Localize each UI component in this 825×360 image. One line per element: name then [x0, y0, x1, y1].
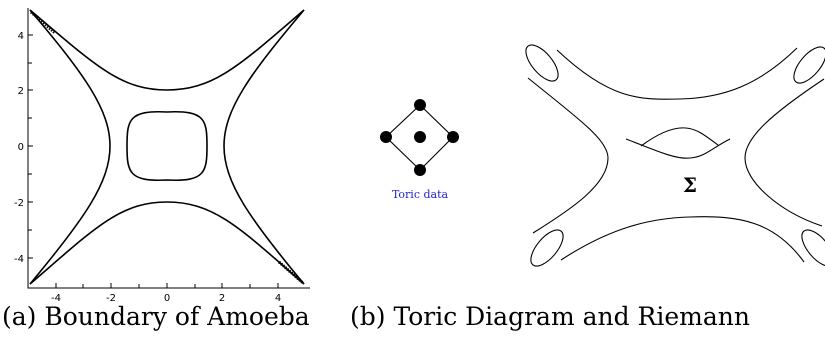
toric-vertex — [414, 164, 426, 176]
surface-hole-inner — [640, 127, 719, 147]
tube-end-bottom-left — [530, 229, 564, 267]
x-tick-label: -4 — [51, 293, 61, 304]
surface-top-contour — [556, 47, 798, 100]
y-axis-ticks — [28, 34, 33, 259]
x-axis-ticks — [55, 283, 279, 288]
surface-left-contour — [527, 77, 609, 234]
toric-diagram: Toric data — [380, 99, 459, 201]
y-tick-label: 0 — [18, 142, 24, 153]
tube-end-top-right — [793, 46, 825, 84]
toric-vertex — [414, 99, 426, 111]
y-tick-label: 4 — [18, 31, 24, 42]
caption-b: (b) Toric Diagram and Riemann — [350, 302, 750, 331]
plot-frame — [27, 8, 310, 289]
amoeba-left-boundary — [29, 9, 111, 285]
surface-bottom-contour — [560, 216, 805, 263]
amoeba-inner-hole — [126, 110, 208, 182]
tube-end-bottom-right — [801, 229, 825, 267]
surface-right-contour — [744, 78, 825, 227]
y-tick-label: -2 — [14, 198, 24, 209]
x-tick-label: 4 — [275, 293, 281, 304]
toric-data-label: Toric data — [392, 188, 449, 201]
toric-interior-point — [414, 131, 426, 143]
tentacle-tip-dots — [30, 10, 304, 285]
toric-vertex — [380, 131, 392, 143]
x-tick-label: 2 — [219, 293, 225, 304]
surface-hole-outer — [625, 138, 731, 159]
tube-end-top-left — [525, 44, 559, 82]
x-tick-label: -2 — [106, 293, 116, 304]
amoeba-right-boundary — [223, 9, 305, 285]
amoeba-top-boundary — [29, 9, 305, 91]
caption-a: (a) Boundary of Amoeba — [2, 302, 310, 331]
riemann-surface: Σ — [525, 44, 825, 267]
x-tick-label: 0 — [164, 293, 170, 304]
sigma-label: Σ — [683, 173, 697, 197]
amoeba-plot: -4 -2 0 2 4 4 2 0 -2 -4 — [14, 8, 310, 304]
y-tick-label: -4 — [14, 254, 24, 265]
amoeba-bottom-boundary — [29, 201, 305, 285]
y-tick-label: 2 — [18, 86, 24, 97]
toric-vertex — [447, 131, 459, 143]
